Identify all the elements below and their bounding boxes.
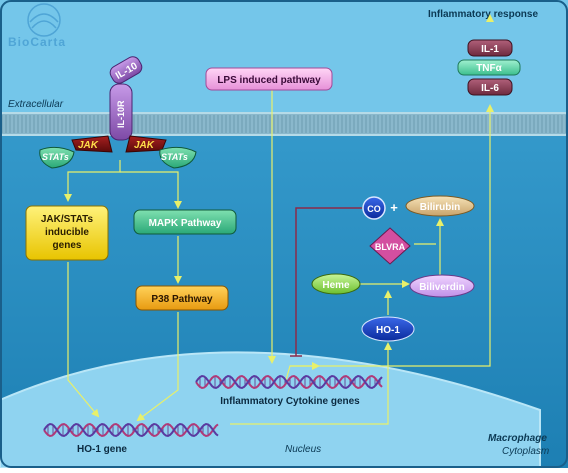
bilirubin-node <box>405 195 475 217</box>
tnf-label: TNFα <box>476 63 502 74</box>
extracellular-label: Extracellular <box>8 99 64 110</box>
co-node <box>362 196 386 220</box>
lps-label: LPS induced pathway <box>217 75 321 86</box>
bilirubin-label: Bilirubin <box>420 202 461 213</box>
ho1-protein-node <box>361 316 415 342</box>
jakstats-genes-node <box>25 205 109 261</box>
stats-right-label: STATs <box>161 152 188 162</box>
il6-node <box>467 78 513 96</box>
biliverdin-label: Biliverdin <box>419 282 465 293</box>
mapk-node <box>133 209 237 235</box>
arrow-ho1gene-to-ho1 <box>230 342 392 425</box>
heme-label: Heme <box>322 280 350 291</box>
inflammatory-cytokine-genes-dna <box>195 374 383 390</box>
stats-right <box>159 146 197 169</box>
il10r-label: IL-10R <box>116 100 126 128</box>
p38-node <box>135 285 229 311</box>
tnf-node <box>457 59 521 76</box>
blvra-node <box>369 227 411 265</box>
nucleus-label: Nucleus <box>285 444 321 455</box>
plus-label: + <box>390 200 398 215</box>
biliverdin-node <box>409 274 475 298</box>
ho1-protein-label: HO-1 <box>376 325 400 336</box>
stats-left-label: STATs <box>42 152 69 162</box>
jak-left-label: JAK <box>78 140 99 151</box>
cytoplasm-label: Cytoplasm <box>502 446 549 457</box>
jakstats-genes-line1: JAK/STATs <box>41 214 94 225</box>
jakstats-genes-line3: genes <box>53 240 82 251</box>
p38-label: P38 Pathway <box>151 294 213 305</box>
co-inhibition <box>290 207 362 357</box>
mapk-label: MAPK Pathway <box>149 218 222 229</box>
ho1-gene-label: HO-1 gene <box>77 444 127 455</box>
inflammatory-response-label: Inflammatory response <box>428 9 538 20</box>
arrow-cytokine-genes-out <box>285 126 491 381</box>
macrophage-label: Macrophage <box>488 433 547 444</box>
jak-left <box>71 135 113 153</box>
il10r-receptor <box>109 83 133 141</box>
ho1-gene-dna <box>43 422 219 438</box>
il10-receptor-complex: IL-10 IL-10R JAK JAK STATs STATs <box>39 56 197 169</box>
co-label: CO <box>367 204 381 214</box>
stats-left <box>39 146 75 169</box>
arrow-to-jakstats-genes <box>64 160 121 202</box>
heme-node <box>311 273 361 295</box>
il1-label: IL-1 <box>481 44 499 55</box>
il6-label: IL-6 <box>481 83 499 94</box>
inflammatory-genes-label: Inflammatory Cytokine genes <box>220 396 360 407</box>
lps-node <box>205 67 333 91</box>
blvra-label: BLVRA <box>375 242 406 252</box>
logo-text: BioCarta <box>8 35 66 49</box>
pathway-arrows <box>64 14 494 425</box>
cell-membrane <box>0 112 568 136</box>
jakstats-genes-line2: inducible <box>45 227 89 238</box>
arrow-jakstats-to-ho1gene <box>67 262 100 418</box>
il1-node <box>467 39 513 57</box>
biocarta-logo: BioCarta <box>8 3 66 49</box>
arrow-to-mapk <box>120 171 182 209</box>
arrow-p38-to-ho1gene <box>136 312 179 422</box>
nucleus-region <box>0 351 541 469</box>
cytokine-stack: IL-1 TNFα IL-6 <box>457 39 521 96</box>
il10-ligand: IL-10 <box>109 56 143 84</box>
jak-right-label: JAK <box>134 140 155 151</box>
